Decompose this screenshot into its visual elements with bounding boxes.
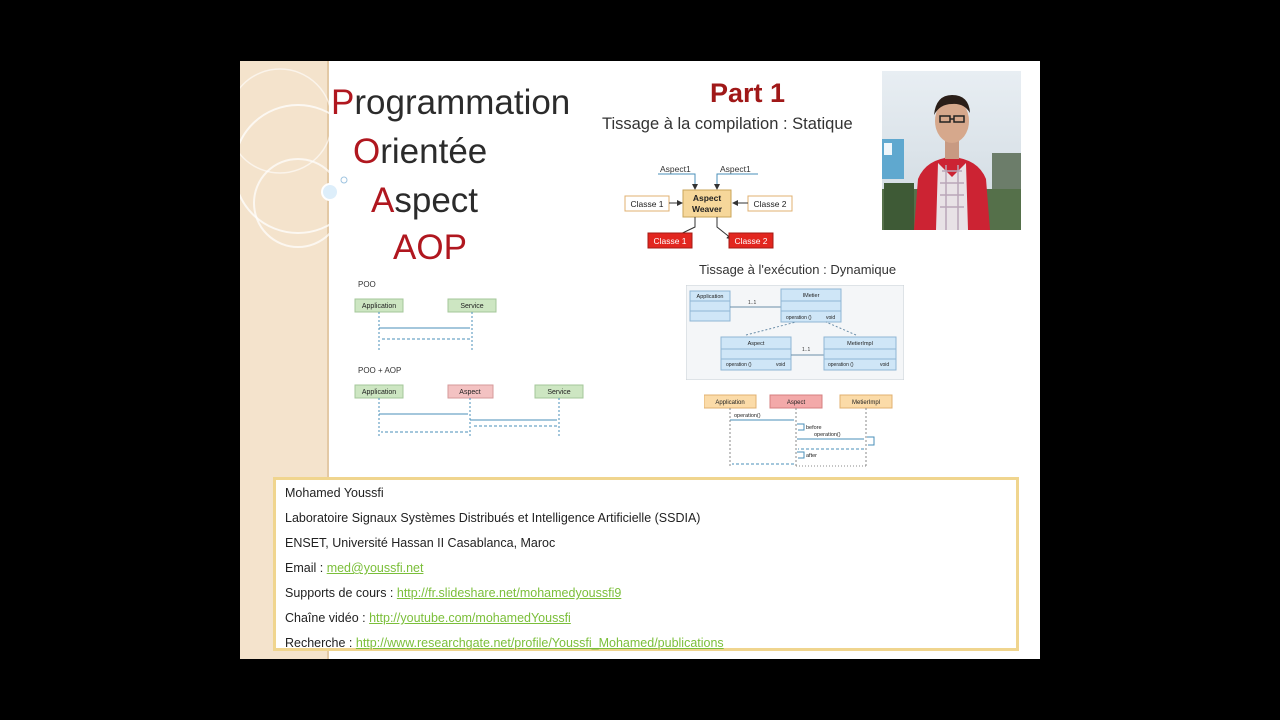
title-line-aspect: Aspect [371,181,479,220]
seq-aspect-label: Aspect [787,400,806,406]
class-out-1-box [647,232,693,249]
video-link[interactable]: http://youtube.com/mohamedYoussfi [369,611,571,625]
seq-after: after [806,453,817,459]
uml-aspect-op: operation () [726,362,752,368]
poo-app-label: Application [362,303,396,310]
class-out-1-label: Classe 1 [653,236,686,246]
title-line-programmation: Programmation [331,83,571,122]
weaver-label-line2: Weaver [692,204,723,214]
uml-application-label: Application [697,294,724,300]
email-label: Email : [285,561,327,575]
uml-metier-impl-label: MetierImpl [847,341,873,347]
courses-label: Supports de cours : [285,586,397,600]
author-lab: Laboratoire Signaux Systèmes Distribués … [285,511,701,525]
poo-sequence-diagram: POO Application Service [354,280,497,352]
poo-aop-sequence-diagram: POO + AOP Application Aspect Service [354,366,584,438]
research-line: Recherche : http://www.researchgate.net/… [285,636,724,650]
decorative-circles [240,68,363,248]
uml-metier-box [780,288,842,323]
uml-impl-ret: void [880,362,889,368]
class-in-1-label: Classe 1 [630,199,663,209]
email-line: Email : med@youssfi.net [285,561,423,575]
speaker-photo [882,71,1021,230]
poo-aop-aspect-label: Aspect [459,389,480,396]
presentation-slide: Programmation Orientée Aspect AOP Part 1… [240,61,1040,659]
weaver-label-line1: Aspect [693,193,722,203]
author-info-box: Mohamed Youssfi Laboratoire Signaux Syst… [273,477,1019,651]
courses-link[interactable]: http://fr.slideshare.net/mohamedyoussfi9 [396,586,622,600]
title-line-orientee: Orientée [353,132,488,171]
aspect-weaver-diagram: Aspect1 Aspect1 Aspect Weaver Classe 1 C… [624,164,793,249]
aspect-weaver-box [682,189,732,218]
poo-aop-service-label: Service [547,389,570,396]
poo-service-label: Service [460,303,483,310]
class-out-2-box [728,232,774,249]
research-label: Recherche : [285,636,356,650]
author-university: ENSET, Université Hassan II Casablanca, … [285,536,556,550]
uml-application-box [689,290,731,322]
uml-metier-ret: void [826,315,835,321]
courses-line: Supports de cours : http://fr.slideshare… [285,586,621,600]
email-link[interactable]: med@youssfi.net [326,561,424,575]
weaver-aspect-top-right: Aspect1 [720,164,751,174]
uml-metier-op: operation () [786,315,812,321]
uml-class-diagram: Application 1..1 IMetier operation () vo… [686,285,904,380]
static-weaving-heading: Tissage à la compilation : Statique [602,115,853,133]
uml-metier-impl-box [823,336,897,371]
seq-msg2: operation() [814,432,841,438]
research-link[interactable]: http://www.researchgate.net/profile/Yous… [355,636,724,650]
poo-aop-app-label: Application [362,389,396,396]
uml-aspect-label: Aspect [748,341,765,347]
author-name: Mohamed Youssfi [285,486,384,500]
uml-aspect-ret: void [776,362,785,368]
seq-metier-impl-label: MetierImpl [852,400,880,406]
class-in-2-label: Classe 2 [753,199,786,209]
dynamic-weaving-heading: Tissage à l'exécution : Dynamique [699,262,897,277]
aop-sequence-diagram: Application Aspect MetierImpl operation(… [704,394,893,468]
title-line-aop: AOP [393,228,467,267]
uml-metier-label: IMetier [803,293,820,299]
video-label: Chaîne vidéo : [285,611,370,625]
poo-aop-label: POO + AOP [358,366,401,375]
seq-msg1: operation() [734,413,761,419]
part-label: Part 1 [710,78,786,108]
seq-application-label: Application [715,400,744,406]
weaver-aspect-top-left: Aspect1 [660,164,691,174]
seq-before: before [806,425,822,431]
slide-stripe-edge [327,61,329,659]
uml-mult-1: 1..1 [748,300,757,306]
poo-label: POO [358,280,376,289]
uml-impl-op: operation () [828,362,854,368]
class-out-2-label: Classe 2 [734,236,767,246]
uml-aspect-box [720,336,792,371]
uml-mult-2: 1..1 [802,347,811,353]
video-line: Chaîne vidéo : http://youtube.com/mohame… [285,611,571,625]
